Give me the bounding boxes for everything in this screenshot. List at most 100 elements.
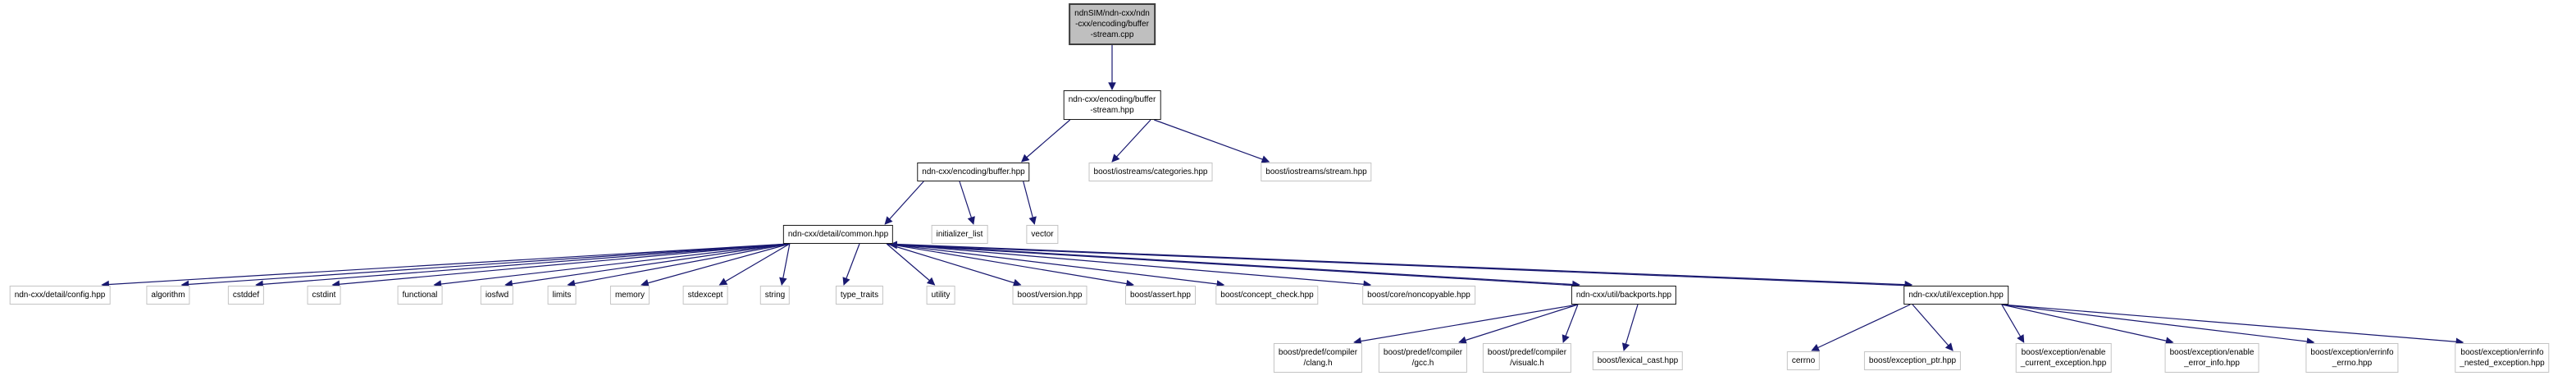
node-label-line: /gcc.h [1411,359,1434,368]
node-label-line: limits [552,291,572,300]
node-string: string [759,286,791,305]
node-boost-iostreams-stream-hpp: boost/iostreams/stream.hpp [1261,163,1372,181]
node-label-line: boost/predef/compiler [1487,348,1567,357]
node-limits: limits [547,286,577,305]
node-label-line: ndn-cxx/util/exception.hpp [1908,291,2004,300]
node-cerrno: cerrno [1786,351,1821,370]
node-label-line: cerrno [1791,356,1816,365]
node-boost-concept-check-hpp: boost/concept_check.hpp [1215,286,1319,305]
edge-node-common-hpp--node-exception-hpp [887,243,1913,289]
edge-node-exception-hpp--node-boost-exception-ptr-hpp [1912,304,1954,351]
node-label-line: type_traits [840,291,879,300]
edge-node-common-hpp--node-config-hpp [101,243,790,289]
edge-node-common-hpp--node-limits [567,243,790,288]
node-boost-core-noncopyable-hpp: boost/core/noncopyable.hpp [1362,286,1475,305]
node-boost-predef-clang-h: boost/predef/compiler/clang.h [1273,343,1363,373]
node-label-line: cstdint [312,291,336,300]
node-label-line: /clang.h [1303,359,1333,368]
edge-node-exception-hpp--node-boost-enable-current-exception-hpp [2001,304,2025,343]
node-label-line: _errno.hpp [2332,359,2373,368]
node-label-line: ndn-cxx/encoding/buffer.hpp [922,167,1025,176]
edge-node-exception-hpp--node-cerrno [1811,304,1911,351]
node-label-line: initializer_list [936,230,983,239]
edge-node-backports-hpp--node-boost-predef-visualc-h [1562,304,1579,343]
edge-node-backports-hpp--node-boost-lexical-cast-hpp [1621,304,1639,351]
edge-node-buffer-stream-hpp--node-boost-iostreams-stream-hpp [1154,119,1270,163]
edge-node-common-hpp--node-boost-assert-hpp [887,243,1134,288]
node-label-line: stdexcept [687,291,723,300]
node-boost-version-hpp: boost/version.hpp [1012,286,1087,305]
node-label-line: -stream.hpp [1090,106,1134,115]
node-boost-predef-gcc-h: boost/predef/compiler/gcc.h [1378,343,1468,373]
edge-node-common-hpp--node-string [779,243,791,286]
node-label-line: cstddef [232,291,260,300]
node-boost-errinfo-errno-hpp: boost/exception/errinfo_errno.hpp [2305,343,2399,373]
node-label-line: ndn-cxx/encoding/buffer [1068,95,1156,104]
node-label-line: boost/exception/errinfo [2460,348,2544,357]
node-boost-enable-error-info-hpp: boost/exception/enable _error_info.hpp [2164,343,2259,373]
node-label-line: boost/concept_check.hpp [1220,291,1314,300]
node-label-line: boost/core/noncopyable.hpp [1367,291,1470,300]
node-functional: functional [397,286,443,305]
node-boost-errinfo-nested-exception-hpp: boost/exception/errinfo_nested_exception… [2455,343,2550,373]
node-buffer-hpp[interactable]: ndn-cxx/encoding/buffer.hpp [917,163,1030,181]
node-label-line: vector [1031,230,1054,239]
edge-node-common-hpp--node-boost-version-hpp [886,243,1022,287]
node-boost-predef-visualc-h: boost/predef/compiler/visualc.h [1482,343,1572,373]
node-common-hpp[interactable]: ndn-cxx/detail/common.hpp [782,225,894,244]
node-buffer-stream-hpp[interactable]: ndn-cxx/encoding/buffer -stream.hpp [1063,90,1161,120]
node-label-line: ndn-cxx/util/backports.hpp [1575,291,1672,300]
node-label-line: functional [402,291,438,300]
edge-node-buffer-stream-hpp--node-boost-iostreams-categories-hpp [1111,119,1151,163]
node-label-line: boost/predef/compiler [1278,348,1358,357]
edge-node-common-hpp--node-memory [641,243,791,287]
edge-node-backports-hpp--node-common-hpp [889,241,1578,286]
edge-node-common-hpp--node-backports-hpp [887,243,1580,289]
node-exception-hpp[interactable]: ndn-cxx/util/exception.hpp [1904,286,2008,305]
node-label-line: boost/exception_ptr.hpp [1868,356,1957,365]
node-cstdint: cstdint [307,286,341,305]
node-label-line: boost/exception/enable [2169,348,2255,357]
node-label-line: boost/iostreams/categories.hpp [1093,167,1208,176]
node-boost-enable-current-exception-hpp: boost/exception/enable_current_exception… [2015,343,2112,373]
node-label-line: boost/predef/compiler [1383,348,1463,357]
node-label-line: string [764,291,786,300]
node-label-line: iosfwd [485,291,509,300]
edge-node-common-hpp--node-utility [886,243,936,286]
node-label-line: _current_exception.hpp [2020,359,2107,368]
edge-node-exception-hpp--node-common-hpp [889,241,1911,286]
node-label-line: algorithm [151,291,185,300]
edge-node-common-hpp--node-stdexcept [718,243,791,286]
edge-node-backports-hpp--node-boost-predef-clang-h [1353,304,1579,346]
node-label-line: -cxx/encoding/buffer [1075,20,1149,29]
node-config-hpp: ndn-cxx/detail/config.hpp [9,286,111,305]
node-boost-lexical-cast-hpp: boost/lexical_cast.hpp [1592,351,1684,370]
node-label-line: _error_info.hpp [2184,359,2240,368]
node-type-traits: type_traits [835,286,884,305]
node-backports-hpp[interactable]: ndn-cxx/util/backports.hpp [1571,286,1677,305]
edge-node-buffer-hpp--node-common-hpp [884,181,924,225]
node-utility: utility [926,286,955,305]
edge-node-common-hpp--node-boost-concept-check-hpp [887,243,1225,288]
edge-node-buffer-hpp--node-vector [1023,181,1037,225]
node-label-line: boost/lexical_cast.hpp [1597,356,1679,365]
edge-node-common-hpp--node-cstddef [255,243,790,289]
edge-node-common-hpp--node-type-traits [842,243,860,286]
node-vector: vector [1026,225,1059,244]
edge-node-common-hpp--node-iosfwd [504,243,790,288]
node-cstddef: cstddef [227,286,265,305]
edge-node-buffer-stream-hpp--node-buffer-hpp [1021,119,1071,163]
node-algorithm: algorithm [146,286,190,305]
node-label-line: -stream.cpp [1090,30,1134,39]
node-label-line: ndn-cxx/detail/common.hpp [787,230,889,239]
node-label-line: ndnSIM/ndn-cxx/ndn [1074,9,1150,18]
edge-node-exception-hpp--node-boost-errinfo-nested-exception-hpp [2001,304,2464,346]
node-stdexcept: stdexcept [682,286,728,305]
node-label-line: utility [931,291,951,300]
edge-node-common-hpp--node-cstdint [331,243,790,289]
node-boost-exception-ptr-hpp: boost/exception_ptr.hpp [1863,351,1962,370]
node-label-line: boost/assert.hpp [1130,291,1191,300]
edge-node-exception-hpp--node-boost-enable-error-info-hpp [2001,304,2174,345]
